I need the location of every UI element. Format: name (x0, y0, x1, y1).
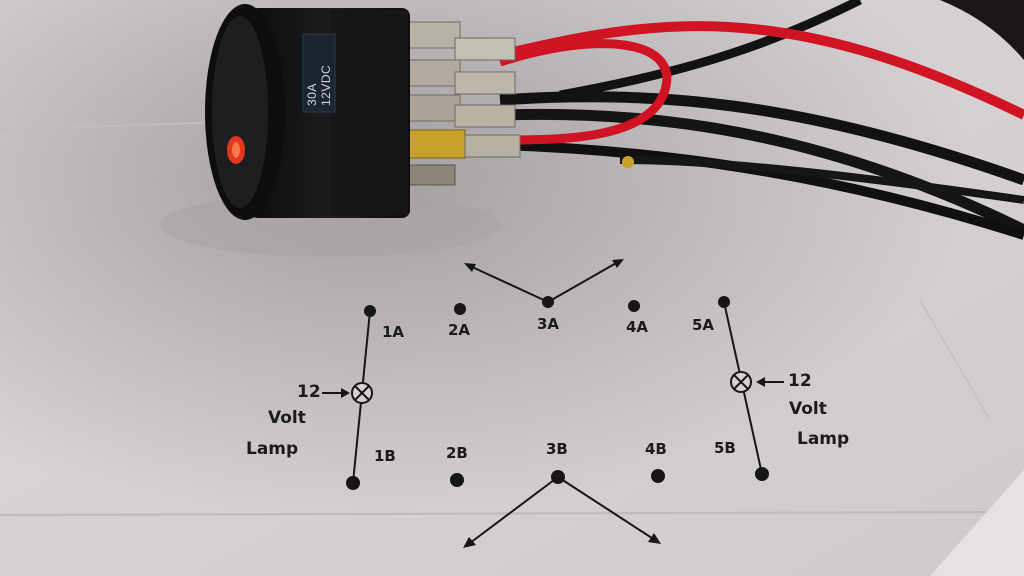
rocker-face (212, 16, 268, 208)
pin-4a-dot (628, 300, 640, 312)
pin-4b-dot (651, 469, 665, 483)
red-wire (498, 39, 672, 145)
pin-1a-label: 1A (382, 323, 405, 341)
top-arrows (464, 259, 624, 303)
pin-5a-label: 5A (692, 316, 715, 334)
pin-3b-label: 3B (546, 440, 568, 458)
paper-edge (930, 470, 1024, 576)
right-lamp-line2: Lamp (797, 429, 850, 449)
switch-housing (330, 10, 408, 215)
pin-1b-label: 1B (374, 447, 396, 465)
indicator-glow (232, 142, 240, 158)
pin-2b-label: 2B (446, 444, 468, 462)
switch-rating-label: 30A 12VDC (305, 64, 333, 106)
pin-3a-label: 3A (537, 315, 560, 333)
left-lamp-line2: Lamp (246, 439, 299, 459)
wire-spade-tip (622, 156, 634, 168)
black-wire (559, 0, 863, 100)
pin-2a-dot (454, 303, 466, 315)
right-lamp-voltage: 12 (788, 371, 812, 391)
pin-2b-dot (450, 473, 464, 487)
pin-5b-label: 5B (714, 439, 736, 457)
switch-terminals (399, 21, 521, 186)
pin-4b-label: 4B (645, 440, 667, 458)
rating-label-plate (302, 33, 336, 113)
paper-crease (0, 511, 1024, 516)
bottom-arrows (463, 476, 661, 548)
right-lamp-line1: Volt (789, 399, 827, 419)
pin-2a-label: 2A (448, 321, 471, 339)
left-lamp-line1: Volt (268, 408, 306, 428)
paper-crease (919, 299, 991, 421)
left-lamp-voltage: 12 (297, 382, 321, 402)
black-wire (619, 156, 1024, 204)
red-wire (498, 21, 1024, 120)
black-wire (499, 108, 1024, 235)
pin-4a-label: 4A (626, 318, 649, 336)
dark-corner (940, 0, 1024, 60)
